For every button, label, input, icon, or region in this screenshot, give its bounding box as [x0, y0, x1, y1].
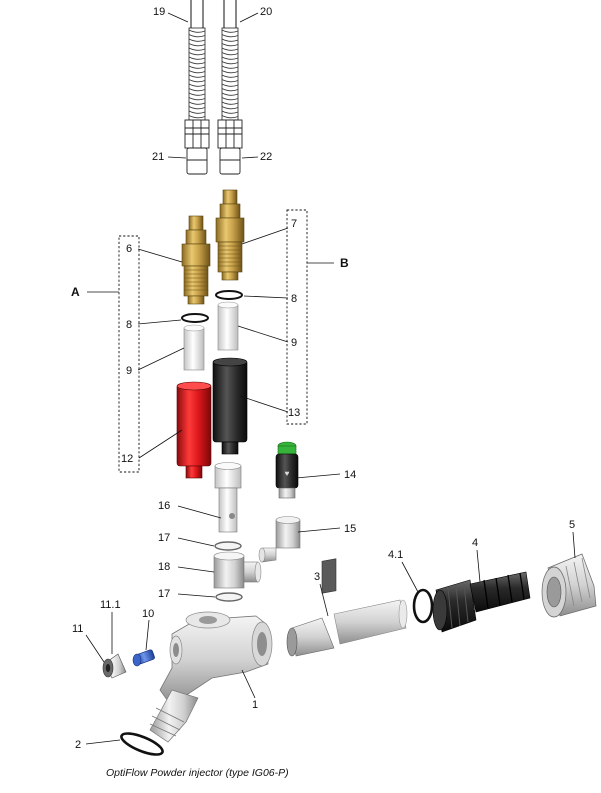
group-b-box — [286, 209, 308, 425]
label-17-a: 17 — [158, 532, 170, 544]
label-20: 20 — [260, 6, 272, 18]
label-21: 21 — [152, 151, 164, 163]
o-ring-8-a — [181, 313, 209, 323]
black-sleeve-13 — [212, 357, 248, 455]
label-9-b: 9 — [291, 337, 297, 349]
label-11-1: 11.1 — [100, 599, 121, 611]
svg-text:♥: ♥ — [285, 469, 290, 478]
insert-tube-9-b — [217, 301, 239, 351]
seal-17-b — [215, 592, 243, 602]
label-4: 4 — [472, 537, 478, 549]
hose-connector-4 — [432, 571, 531, 633]
label-4-1: 4.1 — [388, 549, 403, 561]
label-12: 12 — [121, 453, 133, 465]
red-sleeve-12 — [176, 381, 212, 479]
label-8-a: 8 — [126, 319, 132, 331]
diagram-caption: OptiFlow Powder injector (type IG06-P) — [106, 767, 289, 779]
hose-20 — [221, 0, 239, 121]
label-10: 10 — [142, 608, 154, 620]
injector-tube-3 — [286, 558, 408, 657]
label-16: 16 — [158, 500, 170, 512]
label-9-a: 9 — [126, 365, 132, 377]
leader-lines — [85, 12, 576, 745]
label-19: 19 — [153, 6, 165, 18]
label-a: A — [71, 285, 80, 299]
label-1: 1 — [252, 699, 258, 711]
brass-coupling-6 — [181, 215, 211, 305]
elbow-fitting-15 — [258, 516, 301, 563]
label-17-b: 17 — [158, 588, 170, 600]
label-5: 5 — [569, 519, 575, 531]
label-7: 7 — [291, 218, 297, 230]
label-18: 18 — [158, 561, 170, 573]
insert-tube-9-a — [183, 324, 205, 371]
fitting-22 — [217, 119, 243, 175]
fitting-21 — [184, 119, 210, 175]
label-2: 2 — [75, 739, 81, 751]
t-block-18 — [213, 551, 262, 589]
o-ring-4-1 — [412, 588, 434, 624]
label-3: 3 — [314, 571, 320, 583]
blue-screw-10 — [132, 649, 155, 667]
label-13: 13 — [288, 407, 300, 419]
o-ring-2 — [120, 732, 164, 756]
label-14: 14 — [344, 469, 356, 481]
brass-coupling-7 — [215, 189, 245, 281]
label-15: 15 — [344, 523, 356, 535]
hose-19 — [188, 0, 206, 121]
check-valve-14: ♥ — [275, 441, 299, 499]
o-ring-8-b — [215, 290, 243, 300]
seal-17-a — [214, 541, 242, 551]
label-22: 22 — [260, 151, 272, 163]
group-a-box — [118, 235, 140, 473]
injector-body-1 — [149, 611, 273, 743]
fitting-16 — [214, 462, 242, 533]
nozzle-insert-11 — [102, 653, 127, 679]
label-6: 6 — [126, 243, 132, 255]
label-8-b: 8 — [291, 293, 297, 305]
label-11: 11 — [72, 623, 83, 635]
label-b: B — [340, 256, 349, 270]
union-nut-5 — [541, 553, 597, 618]
